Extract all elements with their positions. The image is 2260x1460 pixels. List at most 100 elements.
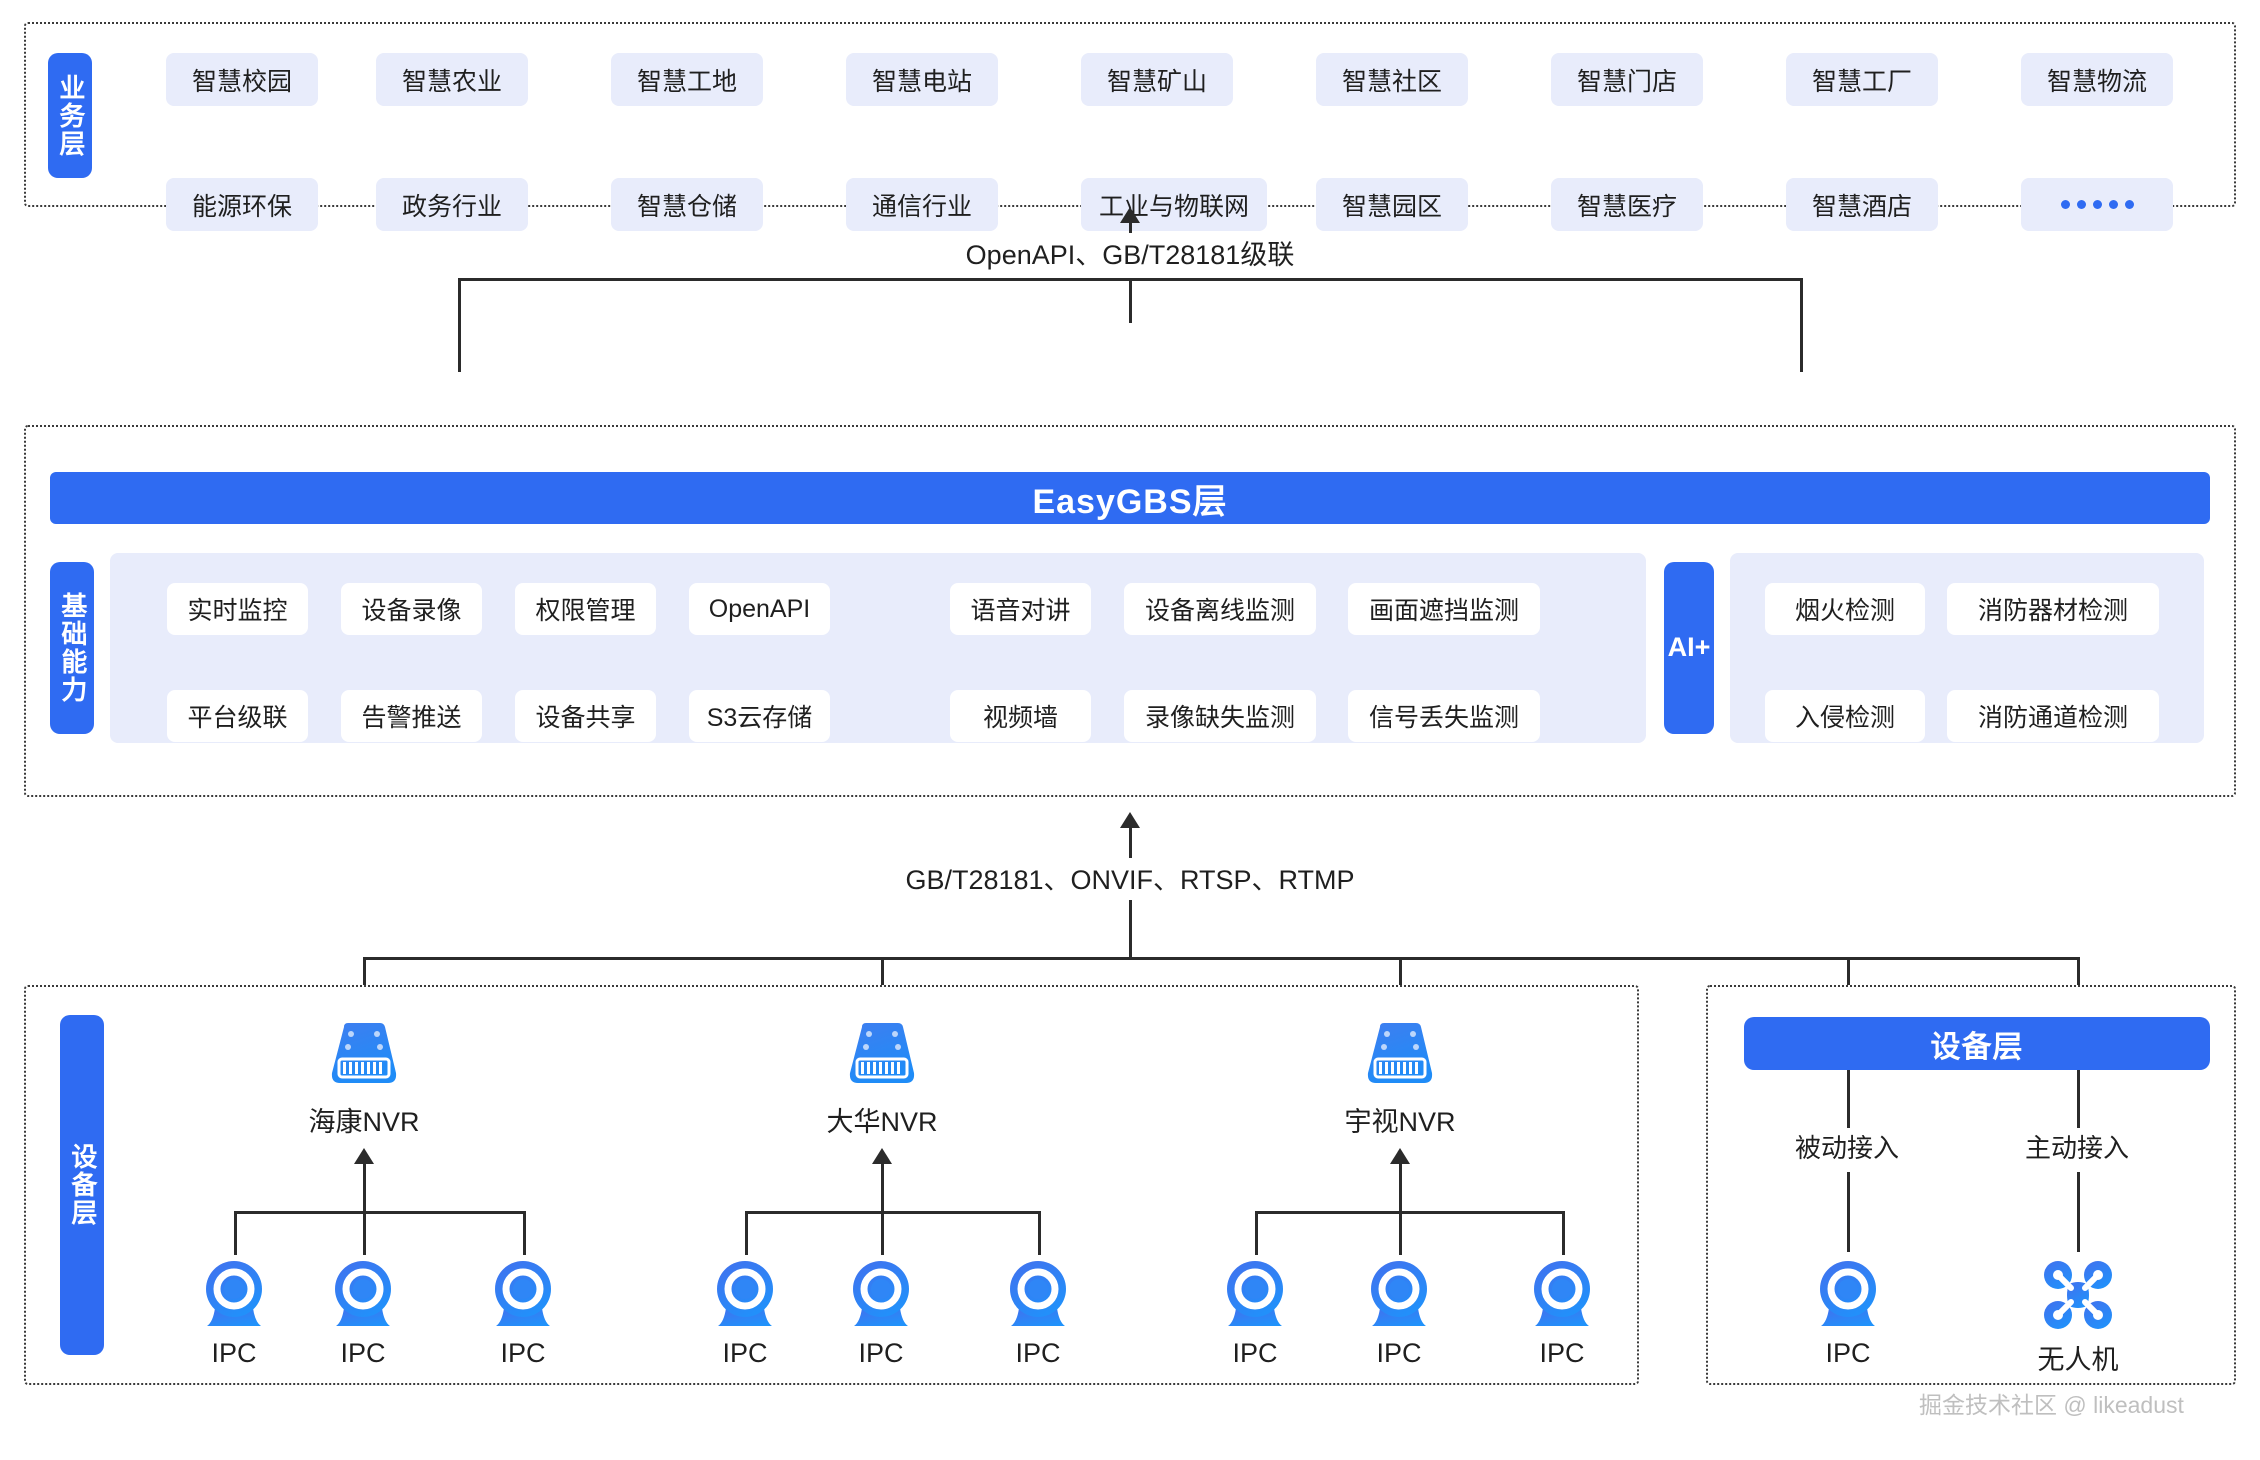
capability-chip[interactable]: S3云存储 — [689, 690, 830, 742]
bottom-protocol-label: GB/T28181、ONVIF、RTSP、RTMP — [820, 858, 1440, 897]
camera-label: IPC — [1232, 1338, 1278, 1368]
capability-chip[interactable]: 设备录像 — [341, 583, 482, 635]
capability-chip[interactable]: 权限管理 — [515, 583, 656, 635]
business-chip[interactable]: 政务行业 — [376, 178, 528, 231]
camera-icon — [324, 1256, 402, 1334]
camera-label: IPC — [1015, 1338, 1061, 1368]
camera-label: IPC — [1539, 1338, 1585, 1368]
capability-chip[interactable]: OpenAPI — [689, 583, 830, 635]
camera-icon — [999, 1256, 1077, 1334]
ipc-drop — [881, 1211, 884, 1255]
business-chip[interactable]: 智慧物流 — [2021, 53, 2173, 106]
camera-icon — [195, 1256, 273, 1334]
ai-capability-chip[interactable]: 消防器材检测 — [1947, 583, 2159, 635]
base-capability-tab: 基础能力 — [50, 562, 94, 734]
bottom-connector-arrow — [1120, 812, 1140, 828]
nvr-label: 宇视NVR — [1344, 1107, 1456, 1137]
nvr-stem — [363, 1164, 366, 1214]
nvr-arrow — [354, 1148, 374, 1164]
nvr-arrow — [872, 1148, 892, 1164]
ipc-bus — [234, 1211, 526, 1214]
business-chip-ellipsis[interactable] — [2021, 178, 2173, 231]
business-chip[interactable]: 智慧仓储 — [611, 178, 763, 231]
ipc-drop — [523, 1211, 526, 1255]
nvr-icon — [1358, 1021, 1442, 1091]
business-chip[interactable]: 智慧电站 — [846, 53, 998, 106]
ipc-drop — [1255, 1211, 1258, 1255]
passive-branch-line-bottom — [1847, 1172, 1850, 1252]
ai-capability-chip[interactable]: 消防通道检测 — [1947, 690, 2159, 742]
easygbs-layer-title: EasyGBS层 — [50, 472, 2210, 524]
ai-capability-chip[interactable]: 烟火检测 — [1765, 583, 1925, 635]
ipc-drop — [1399, 1211, 1402, 1255]
nvr-icon — [322, 1021, 406, 1091]
nvr-label: 海康NVR — [308, 1107, 420, 1137]
camera-icon — [842, 1256, 920, 1334]
business-chip[interactable]: 智慧矿山 — [1081, 53, 1233, 106]
ipc-drop — [363, 1211, 366, 1255]
camera-icon — [1360, 1256, 1438, 1334]
ipc-drop — [234, 1211, 237, 1255]
camera-label: IPC — [211, 1338, 257, 1368]
business-layer-panel — [24, 22, 2236, 207]
nvr-icon — [840, 1021, 924, 1091]
camera-label: IPC — [340, 1338, 386, 1368]
drone-icon — [2039, 1256, 2117, 1334]
business-chip[interactable]: 智慧工地 — [611, 53, 763, 106]
camera-label: IPC — [858, 1338, 904, 1368]
top-protocol-label: OpenAPI、GB/T28181级联 — [830, 233, 1430, 272]
capability-chip[interactable]: 语音对讲 — [950, 583, 1091, 635]
passive-branch-line-top — [1847, 1070, 1850, 1128]
ipc-drop — [745, 1211, 748, 1255]
capability-chip[interactable]: 录像缺失监测 — [1124, 690, 1316, 742]
active-branch-line-bottom — [2077, 1172, 2080, 1252]
business-chip[interactable]: 智慧门店 — [1551, 53, 1703, 106]
camera-label: IPC — [1825, 1338, 1871, 1368]
ipc-bus — [745, 1211, 1041, 1214]
capability-chip[interactable]: 信号丢失监测 — [1348, 690, 1540, 742]
device-layer-left-tab: 设备层 — [60, 1015, 104, 1355]
business-chip[interactable]: 智慧园区 — [1316, 178, 1468, 231]
drone-label: 无人机 — [2037, 1345, 2119, 1375]
business-chip[interactable]: 工业与物联网 — [1081, 178, 1267, 231]
camera-icon — [1216, 1256, 1294, 1334]
business-chip[interactable]: 通信行业 — [846, 178, 998, 231]
capability-chip[interactable]: 实时监控 — [167, 583, 308, 635]
capability-chip[interactable]: 设备离线监测 — [1124, 583, 1316, 635]
ipc-drop — [1562, 1211, 1565, 1255]
active-branch-line-top — [2077, 1070, 2080, 1128]
top-connector-left-drop — [458, 278, 461, 372]
device-layer-left-panel — [24, 985, 1639, 1385]
top-connector-stem-lower — [1129, 278, 1132, 323]
ai-plus-tab: AI+ — [1664, 562, 1714, 734]
ipc-bus — [1255, 1211, 1565, 1214]
capability-chip[interactable]: 画面遮挡监测 — [1348, 583, 1540, 635]
business-chip[interactable]: 智慧医疗 — [1551, 178, 1703, 231]
business-chip[interactable]: 智慧社区 — [1316, 53, 1468, 106]
camera-label: IPC — [500, 1338, 546, 1368]
top-connector-right-drop — [1800, 278, 1803, 372]
capability-chip[interactable]: 告警推送 — [341, 690, 482, 742]
camera-icon — [484, 1256, 562, 1334]
camera-icon — [1809, 1256, 1887, 1334]
ipc-drop — [1038, 1211, 1041, 1255]
business-chip[interactable]: 智慧校园 — [166, 53, 318, 106]
camera-label: IPC — [1376, 1338, 1422, 1368]
business-chip[interactable]: 智慧农业 — [376, 53, 528, 106]
camera-icon — [706, 1256, 784, 1334]
camera-label: IPC — [722, 1338, 768, 1368]
capability-chip[interactable]: 平台级联 — [167, 690, 308, 742]
nvr-stem — [881, 1164, 884, 1214]
bottom-connector-stem-lower — [1129, 900, 1132, 960]
nvr-label: 大华NVR — [826, 1107, 938, 1137]
capability-chip[interactable]: 视频墙 — [950, 690, 1091, 742]
bottom-connector-bus — [363, 957, 2080, 960]
device-layer-right-title: 设备层 — [1744, 1017, 2210, 1070]
business-chip[interactable]: 能源环保 — [166, 178, 318, 231]
business-chip[interactable]: 智慧工厂 — [1786, 53, 1938, 106]
business-chip[interactable]: 智慧酒店 — [1786, 178, 1938, 231]
ai-capability-chip[interactable]: 入侵检测 — [1765, 690, 1925, 742]
bottom-connector-stem — [1129, 828, 1132, 868]
capability-chip[interactable]: 设备共享 — [515, 690, 656, 742]
